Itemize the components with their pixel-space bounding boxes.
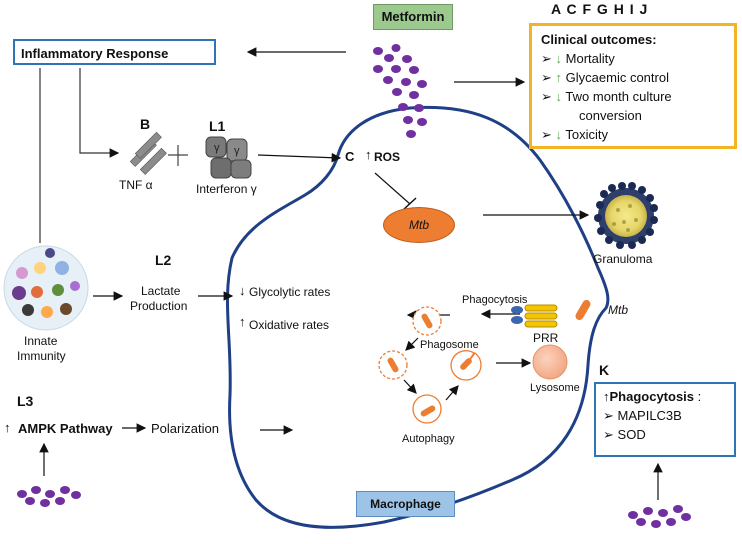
clinical-item-conversion: conversion bbox=[579, 108, 642, 123]
phago-pills-cluster bbox=[628, 505, 691, 528]
bullet-arrow-icon: ➢ bbox=[541, 70, 552, 85]
bullet-arrow-icon: ➢ bbox=[541, 89, 552, 104]
interferon-gamma-icon: γ γ bbox=[205, 136, 252, 179]
ampk-pathway-label: AMPK Pathway bbox=[18, 421, 113, 436]
bullet-arrow-icon: ➢ bbox=[603, 408, 614, 423]
lactate-label-2: Production bbox=[130, 299, 188, 313]
arrow-interferon-to-ros bbox=[257, 152, 342, 163]
clinical-outcomes-title: Clinical outcomes: bbox=[541, 32, 657, 47]
down-arrow-icon: ↓ bbox=[239, 283, 246, 298]
clinical-item-toxicity: ➢ ↓ Toxicity bbox=[541, 125, 734, 144]
reference-letters-top: A C F G H I J bbox=[551, 1, 649, 17]
oxidative-label: Oxidative rates bbox=[249, 318, 330, 332]
down-arrow-icon: ↓ bbox=[555, 51, 563, 66]
phagosome-stage-2 bbox=[378, 350, 408, 380]
lactate-label-1: Lactate bbox=[141, 284, 181, 298]
clinical-item-mortality: ➢ ↓ Mortality bbox=[541, 49, 734, 68]
phagocytosis-box-title: Phagocytosis bbox=[609, 389, 695, 404]
phagocytosis-item-label: MAPILC3B bbox=[617, 408, 682, 423]
bullet-arrow-icon: ➢ bbox=[541, 127, 552, 142]
metformin-pills-cluster bbox=[373, 44, 427, 138]
svg-text:γ: γ bbox=[234, 145, 240, 157]
macrophage-cell-outline bbox=[225, 105, 610, 529]
clinical-item-label: Glycaemic control bbox=[565, 70, 669, 85]
autophagy-stage bbox=[412, 394, 442, 424]
granuloma-icon bbox=[594, 182, 658, 249]
svg-text:γ: γ bbox=[214, 142, 220, 154]
label-l3: L3 bbox=[17, 393, 34, 409]
up-arrow-icon: ↑ bbox=[603, 389, 610, 404]
clinical-item-culture: ➢ ↓ Two month culture bbox=[541, 87, 734, 106]
tnf-alpha-label: TNF α bbox=[119, 178, 153, 192]
phagosome-stage-1 bbox=[412, 306, 442, 336]
phagosome-label: Phagosome bbox=[420, 339, 479, 351]
tnf-alpha-icon bbox=[129, 131, 167, 175]
mtb-bacterium-outer bbox=[575, 299, 591, 321]
arrow-c-to-d bbox=[445, 385, 459, 401]
ros-label: ROS bbox=[374, 150, 401, 164]
lysosome-label: Lysosome bbox=[530, 382, 580, 394]
metformin-box: Metformin bbox=[373, 4, 453, 30]
mtb-bacterium-inner: Mtb bbox=[383, 207, 455, 243]
phagosome-stage-3 bbox=[450, 350, 482, 381]
phagocytosis-box-colon: : bbox=[697, 389, 702, 404]
prr-label: PRR bbox=[533, 331, 559, 345]
granuloma-label: Granuloma bbox=[593, 252, 653, 266]
macrophage-box: Macrophage bbox=[356, 491, 455, 517]
mtb-outer-label: Mtb bbox=[608, 303, 629, 317]
clinical-item-label: Mortality bbox=[565, 51, 615, 66]
arrow-b-to-c bbox=[403, 379, 417, 394]
label-k: K bbox=[599, 362, 610, 378]
arrow-a-to-b bbox=[405, 337, 419, 351]
phagocytosis-item: ➢ SOD bbox=[603, 425, 734, 444]
ampk-pills-cluster bbox=[17, 486, 81, 507]
interferon-gamma-label: Interferon γ bbox=[196, 182, 257, 196]
innate-label-1: Innate bbox=[24, 334, 58, 348]
arrow-inflammation-to-tnf bbox=[79, 68, 120, 158]
clinical-outcomes-box: Clinical outcomes: ➢ ↓ Mortality ➢ ↑ Gly… bbox=[529, 23, 737, 149]
down-arrow-icon: ↓ bbox=[555, 127, 563, 142]
clinical-item-label: Toxicity bbox=[565, 127, 609, 142]
up-arrow-icon: ↑ bbox=[239, 314, 246, 329]
label-l2: L2 bbox=[155, 252, 172, 268]
lysosome-icon bbox=[532, 344, 568, 380]
phagocytosis-label: Phagocytosis bbox=[462, 294, 528, 306]
prr-receptor-icon bbox=[511, 304, 558, 328]
bullet-arrow-icon: ➢ bbox=[541, 51, 552, 66]
down-arrow-icon: ↓ bbox=[555, 89, 563, 104]
phagocytosis-item-label: SOD bbox=[617, 427, 646, 442]
glycolytic-label: Glycolytic rates bbox=[249, 285, 331, 299]
polarization-label: Polarization bbox=[151, 421, 219, 436]
innate-label-2: Immunity bbox=[17, 349, 66, 363]
label-l1: L1 bbox=[209, 118, 226, 134]
ros-up-arrow-icon: ↑ bbox=[365, 147, 372, 162]
clinical-item-glycaemic: ➢ ↑ Glycaemic control bbox=[541, 68, 734, 87]
inhibit-ros-to-mtb bbox=[374, 172, 411, 205]
up-arrow-icon: ↑ bbox=[555, 70, 563, 85]
phagocytosis-item: ➢ MAPILC3B bbox=[603, 406, 734, 425]
label-c: C bbox=[345, 149, 355, 164]
autophagy-label: Autophagy bbox=[402, 433, 455, 445]
inflammatory-response-box: Inflammatory Response bbox=[13, 39, 216, 65]
phagocytosis-box: ↑Phagocytosis : ➢ MAPILC3B ➢ SOD bbox=[594, 382, 736, 457]
clinical-item-label: Two month culture bbox=[565, 89, 672, 104]
innate-immunity-icon bbox=[3, 245, 89, 331]
up-arrow-icon: ↑ bbox=[4, 420, 11, 435]
bullet-arrow-icon: ➢ bbox=[603, 427, 614, 442]
label-b: B bbox=[140, 116, 151, 132]
phagocytosis-box-title-row: ↑Phagocytosis : bbox=[603, 387, 734, 406]
